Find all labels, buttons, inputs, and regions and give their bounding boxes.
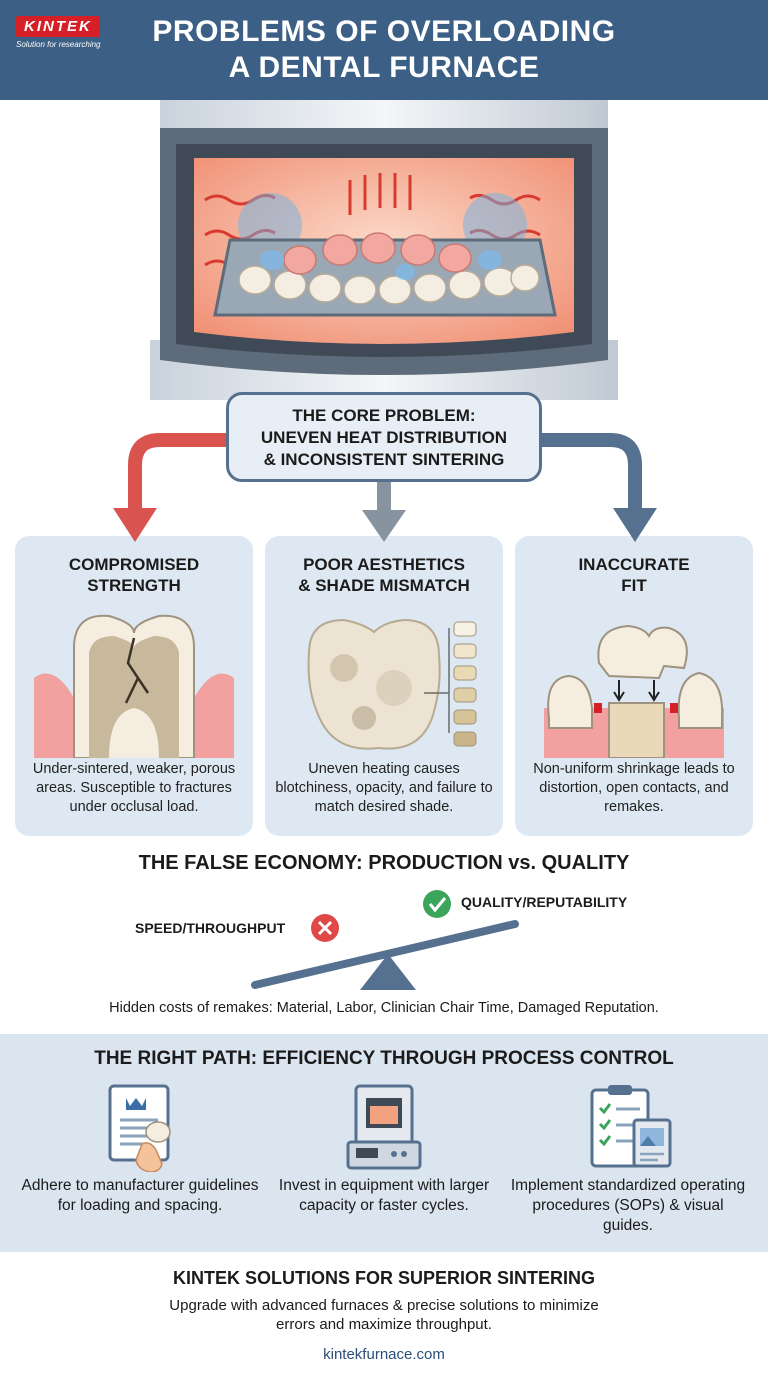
card-description: Non-uniform shrinkage leads to distortio… xyxy=(533,761,735,815)
path-item-guidelines: Adhere to manufacturer guidelines for lo… xyxy=(20,1084,260,1244)
checklist-icon xyxy=(590,1085,672,1168)
furnace-icon xyxy=(346,1084,422,1170)
card-title: POOR AESTHETICS & SHADE MISMATCH xyxy=(298,555,470,595)
path-item-text: Adhere to manufacturer guidelines for lo… xyxy=(21,1177,259,1214)
card-title: COMPROMISED STRENGTH xyxy=(68,555,200,595)
footer-title: KINTEK SOLUTIONS FOR SUPERIOR SINTERING xyxy=(172,1268,596,1288)
hidden-costs-text: Hidden costs of remakes: Material, Labor… xyxy=(109,1000,659,1016)
kintek-logo[interactable]: KINTEK Solution for researching xyxy=(16,16,124,49)
path-item-text: Implement standardized operating procedu… xyxy=(510,1177,746,1234)
card-inaccurate-fit: INACCURATE FIT Non-uniform shrinkage lea… xyxy=(515,536,753,836)
misfit-crown-icon xyxy=(544,624,724,758)
card-description: Under-sintered, weaker, porous areas. Su… xyxy=(32,761,236,815)
card-compromised-strength: COMPROMISED STRENGTH Under-sintered, wea… xyxy=(15,536,253,836)
title-line-1: PROBLEMS OF OVERLOADING xyxy=(152,15,616,48)
logo-tagline: Solution for researching xyxy=(16,40,101,49)
core-problem-line-1: THE CORE PROBLEM: xyxy=(292,406,476,425)
right-path-section: THE RIGHT PATH: EFFICIENCY THROUGH PROCE… xyxy=(0,1034,768,1252)
logo-wordmark: KINTEK xyxy=(16,16,100,37)
core-problem-box: THE CORE PROBLEM: UNEVEN HEAT DISTRIBUTI… xyxy=(226,392,542,482)
core-problem-line-2: UNEVEN HEAT DISTRIBUTION xyxy=(260,428,508,447)
branch-arrows xyxy=(113,433,657,542)
footer-website-link[interactable]: kintekfurnace.com xyxy=(323,1346,445,1363)
card-title: INACCURATE FIT xyxy=(578,555,690,595)
arrow-left xyxy=(113,508,157,542)
header-banner: KINTEK Solution for researching PROBLEMS… xyxy=(0,0,768,100)
furnace-illustration xyxy=(150,100,618,400)
path-item-text: Invest in equipment with larger capacity… xyxy=(278,1177,490,1214)
blotchy-tooth-shade-guide-icon xyxy=(307,618,477,750)
guidelines-document-icon xyxy=(108,1084,171,1172)
core-problem-line-3: & INCONSISTENT SINTERING xyxy=(263,450,505,469)
card-description: Uneven heating causes blotchiness, opaci… xyxy=(275,761,493,815)
cracked-tooth-icon xyxy=(34,614,234,758)
page-title: PROBLEMS OF OVERLOADING A DENTAL FURNACE xyxy=(110,14,658,86)
quality-reputability-label: QUALITY/REPUTABILITY xyxy=(461,894,628,910)
seesaw-illustration xyxy=(251,890,519,990)
path-item-equipment: Invest in equipment with larger capacity… xyxy=(264,1084,504,1244)
title-line-2: A DENTAL FURNACE xyxy=(228,51,540,84)
right-path-title: THE RIGHT PATH: EFFICIENCY THROUGH PROCE… xyxy=(94,1048,674,1069)
footer-text: Upgrade with advanced furnaces & precise… xyxy=(169,1297,599,1333)
check-icon xyxy=(423,890,451,918)
path-item-sops: Implement standardized operating procedu… xyxy=(508,1084,748,1244)
card-poor-aesthetics: POOR AESTHETICS & SHADE MISMATCH Uneven … xyxy=(265,536,503,836)
speed-throughput-label: SPEED/THROUGHPUT xyxy=(135,920,286,936)
false-economy-title: THE FALSE ECONOMY: PRODUCTION vs. QUALIT… xyxy=(138,852,630,874)
